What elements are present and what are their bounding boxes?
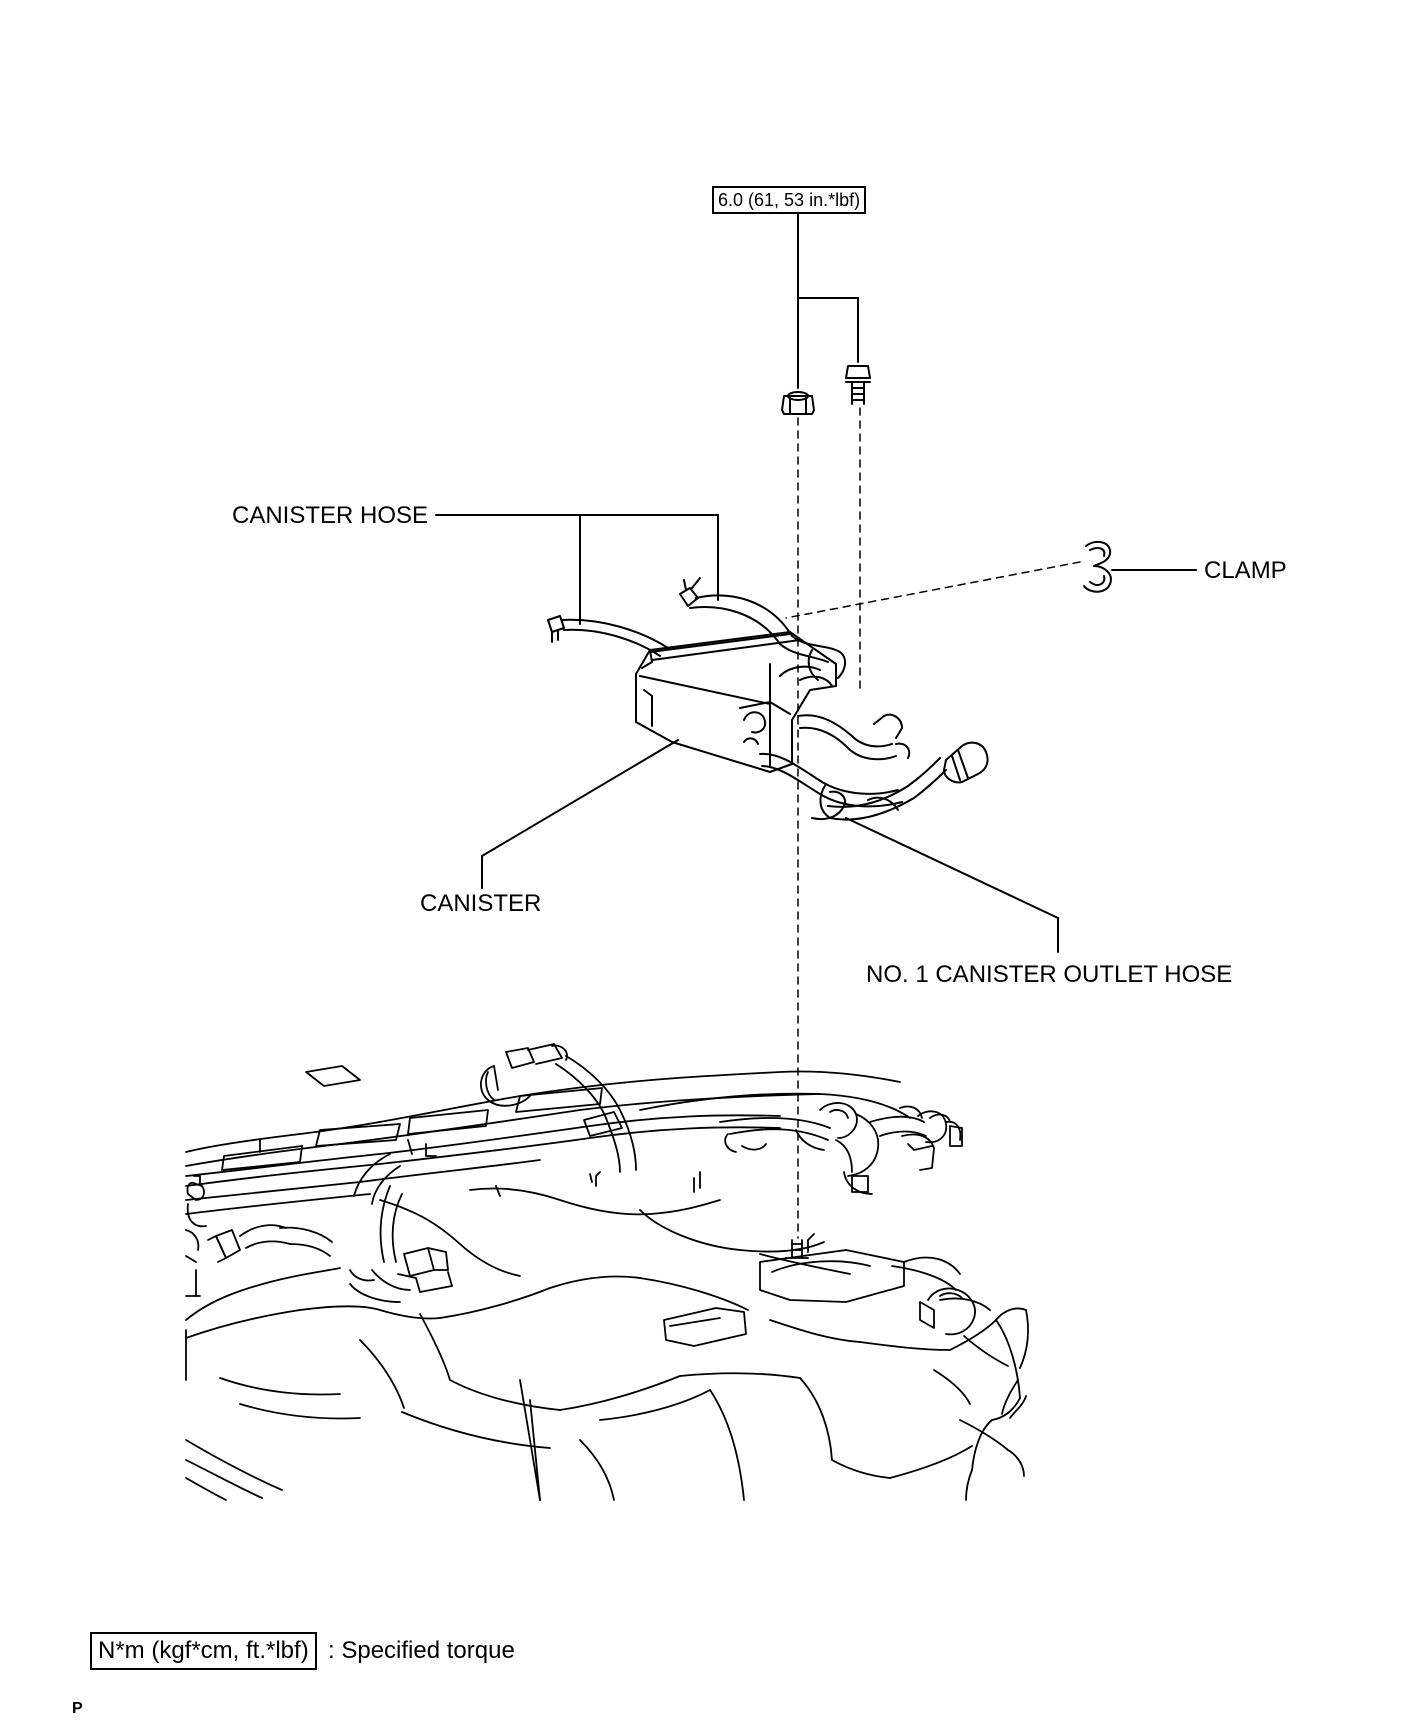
- clamp-label: CLAMP: [1204, 557, 1287, 584]
- clamp-icon: [1083, 540, 1112, 593]
- nut-icon: [781, 391, 815, 415]
- page-mark: P: [72, 1700, 83, 1717]
- torque-legend-description: : Specified torque: [328, 1637, 515, 1664]
- torque-leader-lines: [797, 211, 859, 389]
- no1-canister-outlet-hose: [759, 713, 989, 821]
- torque-legend-box: N*m (kgf*cm, ft.*lbf): [90, 1632, 317, 1670]
- outlet-hose-leader: [845, 817, 1059, 953]
- tank-stud-icon: [785, 1239, 809, 1259]
- bolt-icon: [845, 365, 871, 405]
- outlet-hose-label: NO. 1 CANISTER OUTLET HOSE: [866, 961, 1233, 988]
- alignment-dashed-lines: [785, 407, 1081, 1239]
- canister-leader: [481, 739, 679, 889]
- canister-hose-leader: [435, 514, 719, 625]
- torque-spec-box: 6.0 (61, 53 in.*lbf): [712, 186, 867, 214]
- fuel-tank-body: [185, 1043, 1029, 1501]
- canister-hose: [547, 577, 846, 681]
- canister-label: CANISTER: [420, 890, 542, 917]
- canister-body: [635, 631, 837, 773]
- canister-hose-label: CANISTER HOSE: [232, 502, 429, 529]
